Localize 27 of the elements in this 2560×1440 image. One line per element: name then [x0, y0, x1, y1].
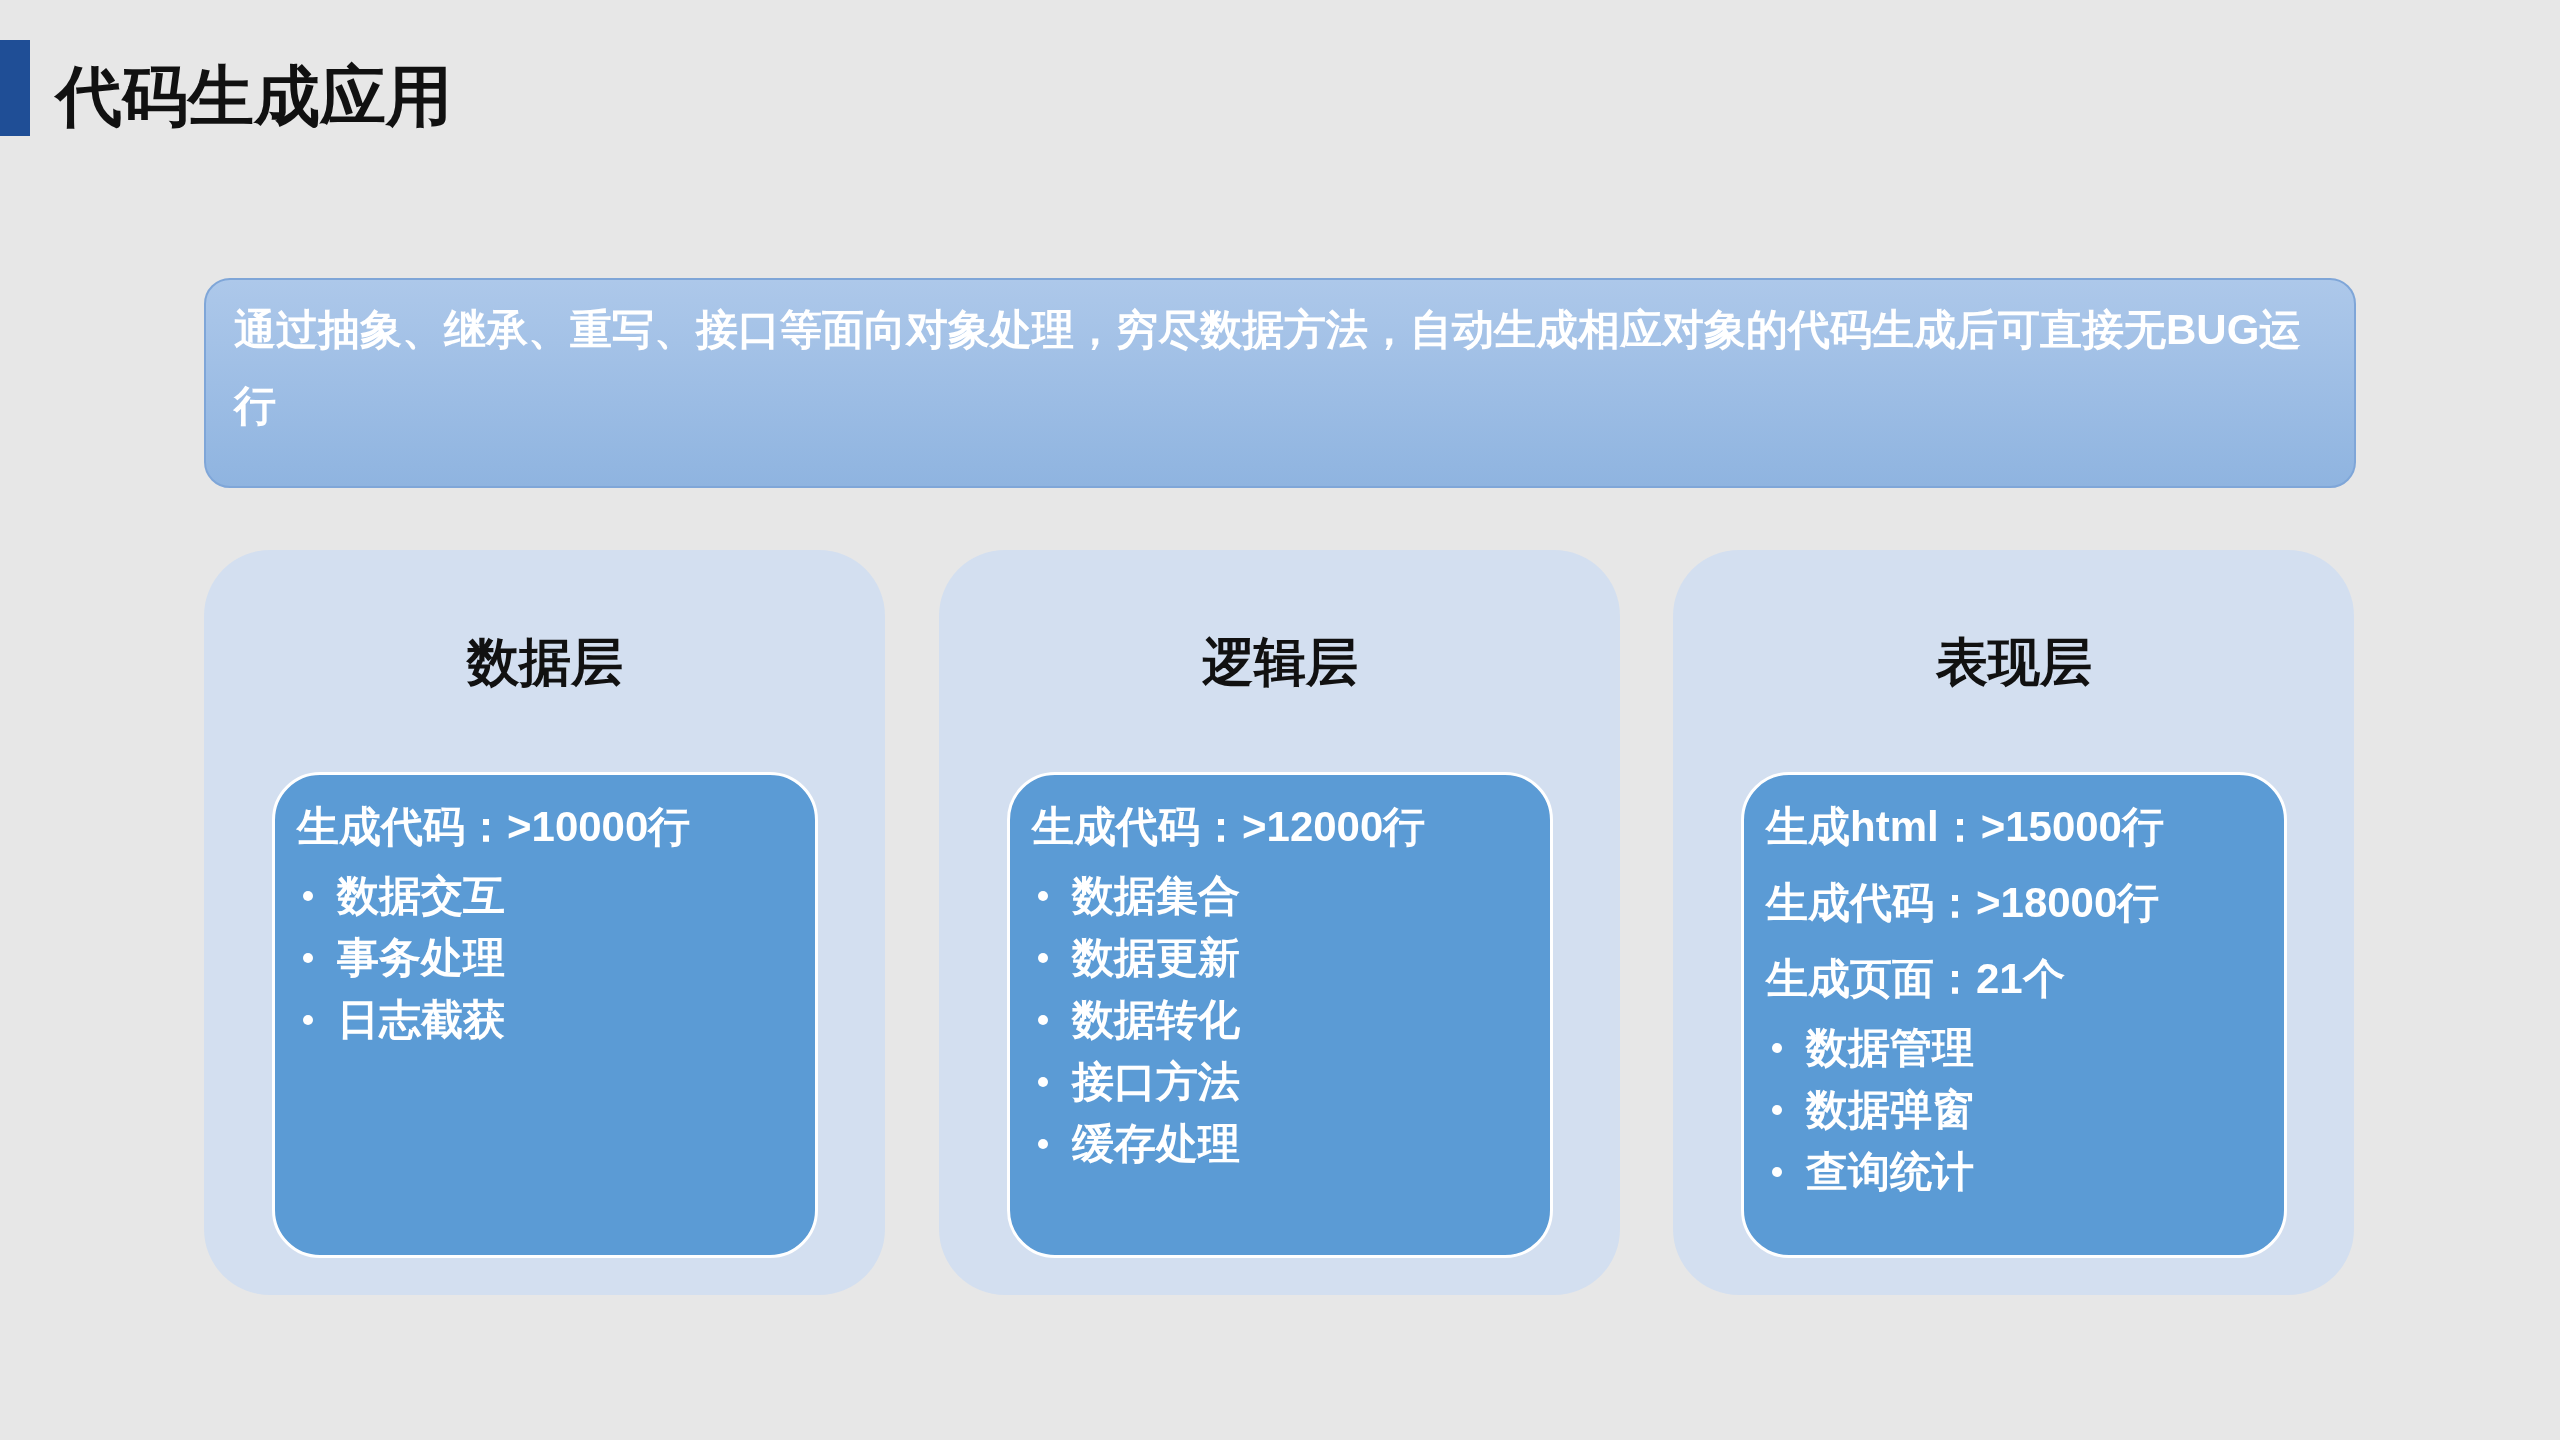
stat-line: 生成代码：>18000行	[1766, 878, 2161, 928]
list-item: 接口方法	[1072, 1057, 1240, 1107]
content-card	[272, 772, 818, 1258]
content-card	[1007, 772, 1553, 1258]
layer-heading: 数据层	[465, 632, 624, 693]
stat-line: 生成页面：21个	[1766, 954, 2066, 1004]
list-item: 数据更新	[1072, 933, 1240, 983]
content-card	[1741, 772, 2287, 1258]
layer-heading: 表现层	[1934, 632, 2093, 693]
list-item: 数据弹窗	[1806, 1085, 1974, 1135]
description-banner: 通过抽象、继承、重写、接口等面向对象处理，穷尽数据方法，自动生成相应对象的代码生成后可直接无BUG运行	[204, 278, 2356, 488]
layer-panel	[204, 550, 885, 1295]
layer-panel	[1673, 550, 2354, 1295]
title: 代码生成应用	[56, 58, 452, 135]
layer-panel	[939, 550, 1620, 1295]
stat-line: 生成代码：>12000行	[1032, 802, 1427, 852]
layer-heading: 逻辑层	[1200, 632, 1359, 693]
list-item: 数据集合	[1072, 871, 1240, 921]
list-item: 数据转化	[1072, 995, 1240, 1045]
list-item: 查询统计	[1806, 1147, 1974, 1197]
list-item: 数据管理	[1806, 1023, 1974, 1073]
stat-line: 生成代码：>10000行	[297, 802, 692, 852]
list-item: 数据交互	[337, 871, 505, 921]
stat-line: 生成html：>15000行	[1766, 802, 2165, 852]
list-item: 日志截获	[337, 995, 505, 1045]
list-item: 缓存处理	[1072, 1119, 1240, 1169]
list-item: 事务处理	[337, 933, 505, 983]
